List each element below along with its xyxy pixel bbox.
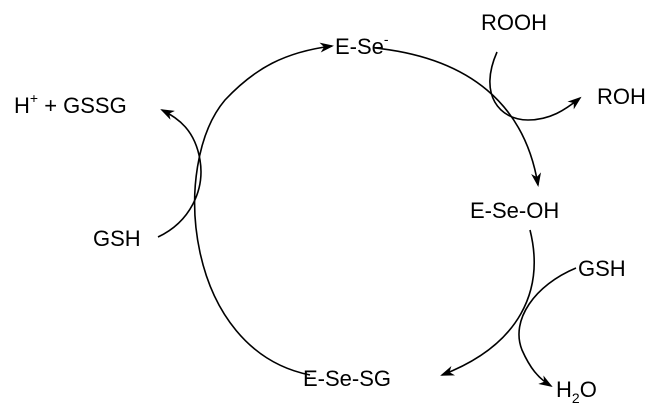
arc-rooh-to-roh (489, 51, 582, 121)
arc-gsh-to-water (518, 267, 577, 388)
species-e-se-sg: E-Se-SG (303, 366, 391, 391)
arc-ese-to-eseoh (374, 47, 542, 187)
reagent-roh: ROH (597, 84, 646, 109)
reagent-rooh: ROOH (481, 10, 547, 35)
arc-esesg-to-ese (193, 42, 334, 376)
species-e-se-oh: E-Se-OH (470, 198, 559, 223)
product-water: H2O (556, 377, 597, 406)
species-e-se: E-Se- (335, 31, 389, 59)
reagent-gsh-left: GSH (93, 226, 141, 251)
product-proton-gssg: H+ + GSSG (14, 90, 127, 118)
arc-eseoh-to-esesg (440, 229, 535, 376)
arc-gsh-to-gssg (157, 109, 202, 238)
reagent-gsh-right: GSH (578, 256, 626, 281)
